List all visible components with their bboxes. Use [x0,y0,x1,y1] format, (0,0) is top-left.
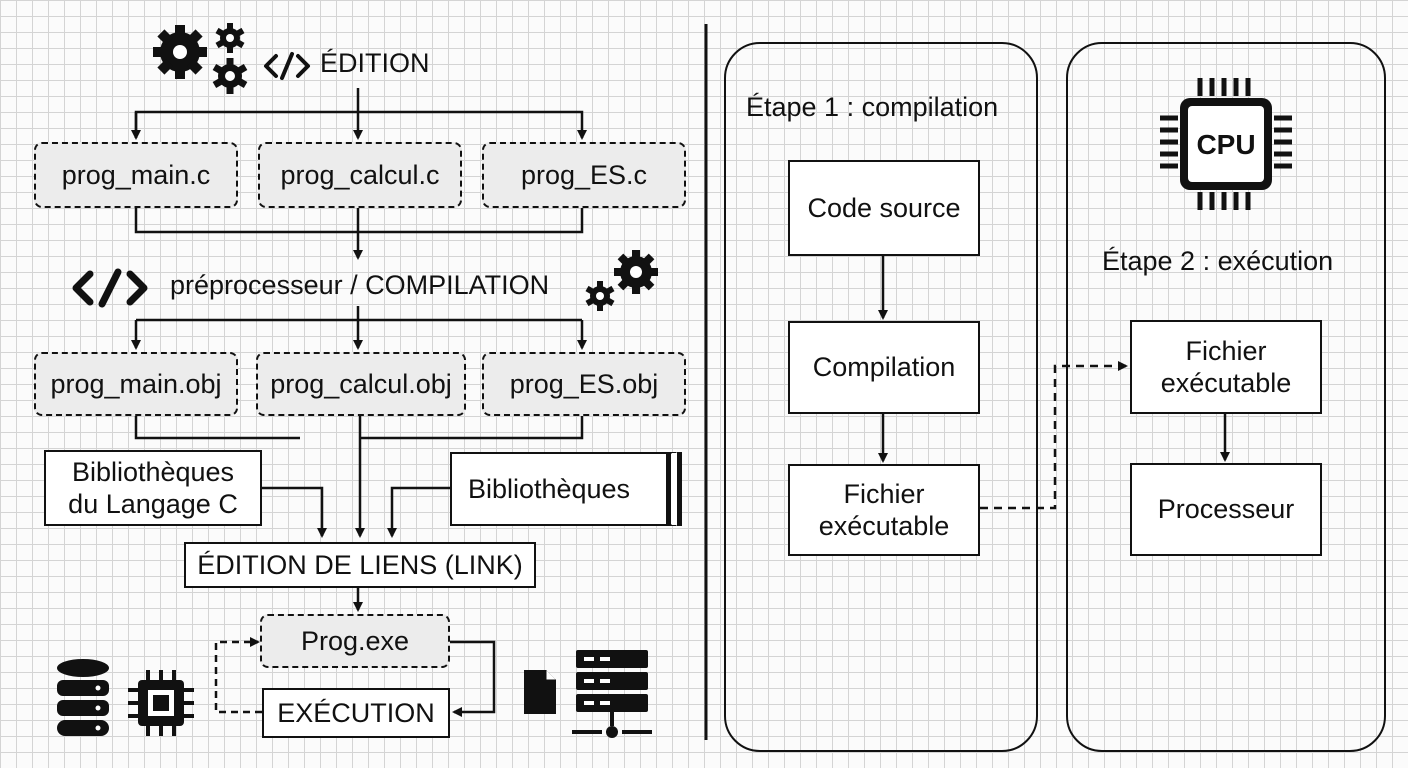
library-c-box: Bibliothèques du Langage C [44,450,262,526]
stage2-step: Fichier exécutable [1130,320,1322,414]
stage1-step: Code source [788,160,980,256]
source-file: prog_calcul.c [258,142,462,208]
gears-icon [585,250,658,311]
stage2-panel [1066,42,1386,752]
code-icon [72,268,148,308]
cpu-text: CPU [1196,129,1255,160]
file-icon [524,670,556,714]
link-box: ÉDITION DE LIENS (LINK) [184,542,536,588]
stage1-panel [724,42,1038,752]
library-box: Bibliothèques [450,452,682,526]
stage1-step: Compilation [788,321,980,414]
exe-box: Prog.exe [260,614,450,668]
chip-icon [128,670,194,736]
code-icon [264,52,310,80]
source-file: prog_ES.c [482,142,686,208]
edition-label: ÉDITION [320,48,430,78]
gears-icon [153,23,248,94]
database-icon [57,659,109,736]
cpu-icon: CPU [1160,78,1292,210]
compilation-label: préprocesseur / COMPILATION [170,270,550,300]
source-file: prog_main.c [34,142,238,208]
stage1-step: Fichier exécutable [788,464,980,556]
stage1-title: Étape 1 : compilation [746,92,999,122]
object-file: prog_main.obj [34,352,238,416]
server-icon [572,650,652,738]
execution-box: EXÉCUTION [262,688,450,738]
stage2-title: Étape 2 : exécution [1102,246,1334,276]
object-file: prog_calcul.obj [256,352,466,416]
object-file: prog_ES.obj [482,352,686,416]
stage2-step: Processeur [1130,463,1322,556]
